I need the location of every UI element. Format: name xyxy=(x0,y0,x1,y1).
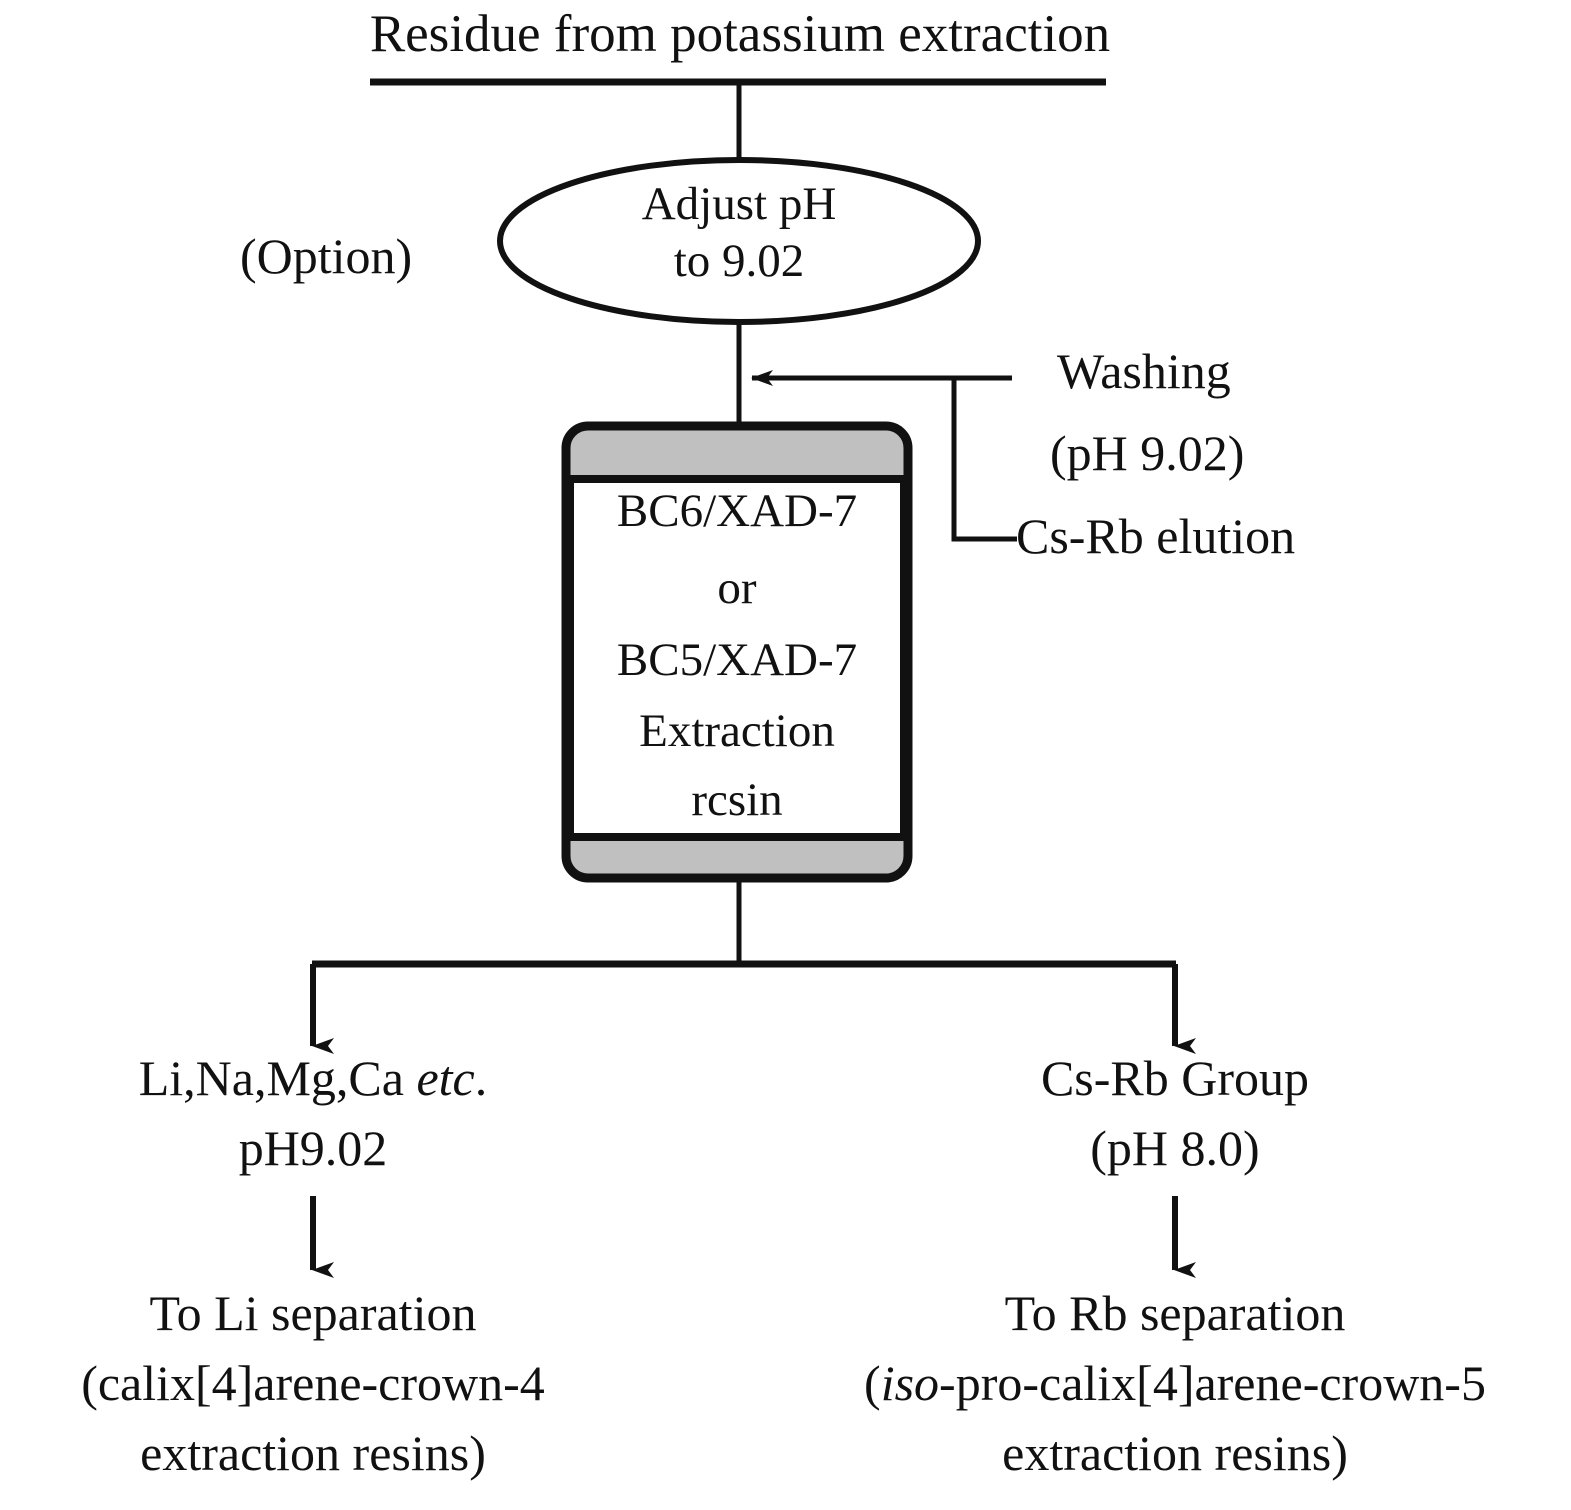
column-text-line4: Extraction xyxy=(639,705,835,757)
right-terminal-line2-open: ( xyxy=(864,1355,881,1411)
left-terminal-line2: (calix[4]arene-crown-4 xyxy=(81,1355,545,1411)
column-text-line5: rcsin xyxy=(691,774,783,826)
left-branch-label-line1-italic: etc xyxy=(416,1050,475,1106)
left-branch-label-line1: Li,Na,Mg,Ca etc. xyxy=(33,1050,593,1106)
left-terminal-line3: extraction resins) xyxy=(140,1425,486,1481)
right-terminal-line1: To Rb separation xyxy=(1004,1285,1346,1341)
left-branch-label-line1-tail: . xyxy=(474,1050,488,1106)
column-text-line1: BC6/XAD-7 xyxy=(616,485,858,537)
right-branch-label-line1: Cs-Rb Group xyxy=(1040,1050,1310,1106)
option-label: (Option) xyxy=(240,228,413,284)
washing-label-line1: Washing xyxy=(1057,343,1231,399)
adjust-ph-text-line1: Adjust pH xyxy=(641,178,837,230)
right-branch-label-line2: (pH 8.0) xyxy=(1090,1120,1260,1176)
left-branch-label-line1-plain: Li,Na,Mg,Ca xyxy=(138,1050,417,1106)
cs-rb-elution-label: Cs-Rb elution xyxy=(1016,508,1296,564)
column-inner-white-section xyxy=(570,478,904,838)
elution-leader-line xyxy=(951,378,1017,542)
right-terminal-line2-italic: iso xyxy=(880,1355,940,1411)
right-terminal-line2-tail: -pro-calix[4]arene-crown-5 xyxy=(939,1355,1486,1411)
adjust-ph-text-line2: to 9.02 xyxy=(673,235,805,287)
left-branch-label-line2: pH9.02 xyxy=(238,1120,388,1176)
column-text-line2: or xyxy=(717,562,757,614)
washing-label-line2: (pH 9.02) xyxy=(1050,425,1245,481)
right-terminal-line2: (iso-pro-calix[4]arene-crown-5 xyxy=(825,1355,1525,1411)
diagram-title: Residue from potassium extraction xyxy=(369,5,1111,63)
left-terminal-line1: To Li separation xyxy=(149,1285,477,1341)
right-terminal-line3: extraction resins) xyxy=(1002,1425,1348,1481)
column-text-line3: BC5/XAD-7 xyxy=(616,634,858,686)
